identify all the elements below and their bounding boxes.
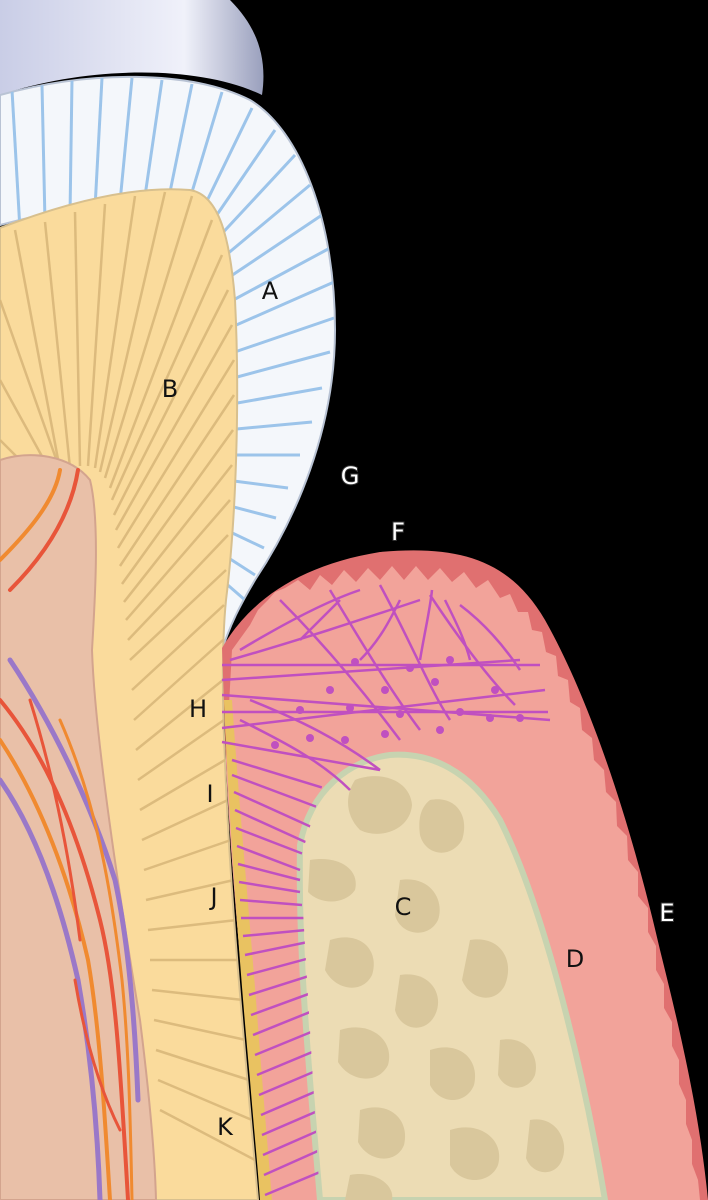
label-i: I: [206, 780, 213, 808]
label-c: C: [395, 893, 412, 921]
label-d: D: [566, 945, 584, 973]
crown-surface: [0, 0, 264, 95]
label-b: B: [162, 375, 178, 403]
periodontal-ligament-fibers: [231, 758, 330, 1197]
alveolar-bone: [296, 751, 609, 1200]
label-j: J: [208, 883, 217, 911]
label-k: K: [217, 1113, 234, 1141]
label-g: G: [341, 462, 360, 490]
label-h: H: [189, 695, 207, 723]
enamel-rods: [10, 77, 335, 602]
bone-marrow-spaces: [308, 776, 565, 1200]
gingival-fiber-dots: [271, 656, 524, 749]
label-a: A: [262, 277, 279, 305]
gingival-fibers: [221, 584, 551, 791]
pulp-vessels-nerves: [0, 468, 141, 1200]
label-f: F: [391, 518, 405, 546]
label-e: E: [659, 899, 674, 927]
